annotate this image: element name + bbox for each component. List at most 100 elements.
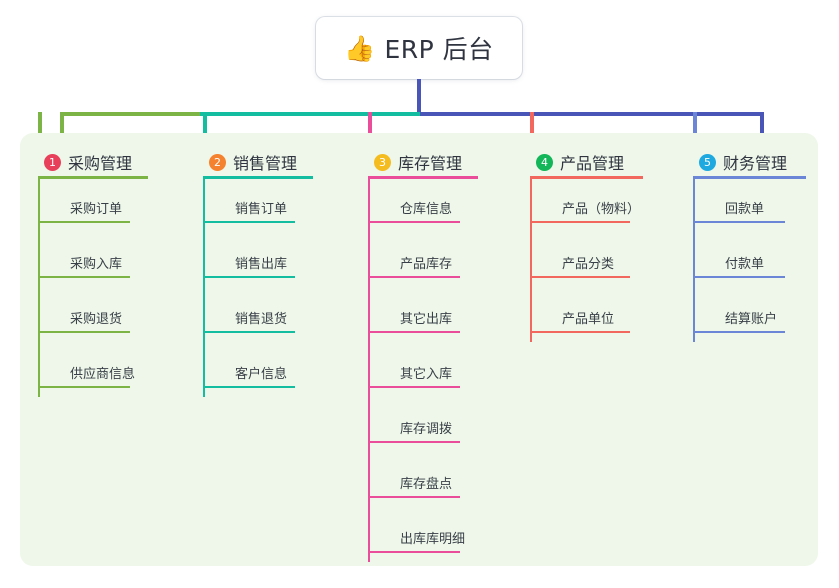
leaf-label: 采购订单 [70,202,123,217]
leaf-underline [693,331,785,333]
root-trunk-line [417,79,421,116]
leaf-node[interactable]: 产品分类 [530,253,630,278]
branch-header-1[interactable]: 1 采购管理 [38,145,148,179]
leaf-label: 采购退货 [70,312,123,327]
leaf-node[interactable]: 销售订单 [203,198,295,223]
branch-title: 采购管理 [68,154,133,173]
leaf-label: 其它出库 [400,312,453,327]
leaf-underline [530,276,630,278]
leaf-node[interactable]: 产品（物料） [530,198,640,223]
thumbs-up-icon: 👍 [344,33,376,63]
leaf-underline [693,276,785,278]
root-node[interactable]: 👍 ERP 后台 [316,17,522,79]
segment-indigo [420,112,760,116]
connector-stub-4 [530,112,534,143]
branch-title: 产品管理 [560,154,625,173]
branch-header-underline [203,176,313,179]
leaf-underline [203,331,295,333]
leaf-node[interactable]: 仓库信息 [368,198,460,223]
leaf-label: 结算账户 [725,312,778,327]
branch-title: 库存管理 [398,154,463,173]
branch-header-3[interactable]: 3 库存管理 [368,145,478,179]
leaf-underline [368,386,460,388]
leaf-label: 库存盘点 [400,477,453,492]
leaf-node[interactable]: 回款单 [693,198,785,223]
connector-stub-1 [38,112,42,143]
leaf-underline [530,221,630,223]
root-title: ERP 后台 [384,35,494,64]
leaf-underline [368,551,460,553]
branch-number-badge: 4 [536,153,553,171]
leaf-node[interactable]: 付款单 [693,253,785,278]
connector-stub-2 [203,112,207,143]
leaf-underline [38,386,130,388]
connector-endcap-left [60,112,64,138]
branch-title: 销售管理 [233,154,298,173]
leaf-label: 产品分类 [562,257,615,272]
leaf-underline [203,276,295,278]
leaf-node[interactable]: 采购入库 [38,253,130,278]
branch-header-5[interactable]: 5 财务管理 [693,145,806,179]
leaf-label: 采购入库 [70,257,123,272]
leaf-node[interactable]: 结算账户 [693,308,785,333]
leaf-node[interactable]: 供应商信息 [38,363,136,388]
leaf-underline [38,331,130,333]
leaf-node[interactable]: 其它出库 [368,308,460,333]
branches-panel [20,133,818,566]
leaf-label: 销售订单 [235,202,288,217]
leaf-label: 产品库存 [400,257,453,272]
leaf-node[interactable]: 销售退货 [203,308,295,333]
branch-title: 财务管理 [723,154,788,173]
leaf-label: 其它入库 [400,367,453,382]
leaf-label: 销售退货 [235,312,288,327]
branch-header-underline [38,176,148,179]
leaf-node[interactable]: 采购订单 [38,198,130,223]
branch-spine [368,179,370,562]
branch-number-badge: 3 [374,153,391,171]
leaf-node[interactable]: 采购退货 [38,308,130,333]
leaf-node[interactable]: 库存调拨 [368,418,460,443]
branch-number-badge: 5 [699,153,716,171]
leaf-label: 销售出库 [235,257,288,272]
leaf-label: 客户信息 [235,367,288,382]
leaf-underline [530,331,630,333]
leaf-label: 出库库明细 [400,532,466,547]
segment-green [60,112,200,116]
leaf-node[interactable]: 其它入库 [368,363,460,388]
leaf-node[interactable]: 客户信息 [203,363,295,388]
leaf-node[interactable]: 库存盘点 [368,473,460,498]
branch-number-badge: 1 [44,153,61,171]
branch-spine [38,179,40,397]
leaf-node[interactable]: 产品库存 [368,253,460,278]
leaf-underline [38,221,130,223]
leaf-label: 库存调拨 [400,422,453,437]
connector-stub-3 [368,112,372,143]
branch-spine [530,179,532,342]
branch-header-4[interactable]: 4 产品管理 [530,145,643,179]
leaf-label: 回款单 [725,202,765,217]
leaf-underline [203,221,295,223]
branch-header-underline [368,176,478,179]
leaf-node[interactable]: 出库库明细 [368,528,466,553]
leaf-label: 供应商信息 [70,367,136,382]
leaf-underline [368,276,460,278]
leaf-node[interactable]: 销售出库 [203,253,295,278]
segment-teal [200,112,420,116]
leaf-underline [368,221,460,223]
connector-stub-5 [693,112,697,143]
branch-header-underline [693,176,806,179]
leaf-label: 产品单位 [562,312,615,327]
leaf-underline [693,221,785,223]
leaf-underline [38,276,130,278]
leaf-node[interactable]: 产品单位 [530,308,630,333]
branch-header-underline [530,176,643,179]
leaf-underline [368,331,460,333]
branch-header-2[interactable]: 2 销售管理 [203,145,313,179]
branch-spine [693,179,695,342]
connector-endcap-right [760,112,764,138]
branch-number-badge: 2 [209,153,226,171]
leaf-underline [368,496,460,498]
leaf-underline [368,441,460,443]
leaf-underline [203,386,295,388]
leaf-label: 仓库信息 [400,202,453,217]
